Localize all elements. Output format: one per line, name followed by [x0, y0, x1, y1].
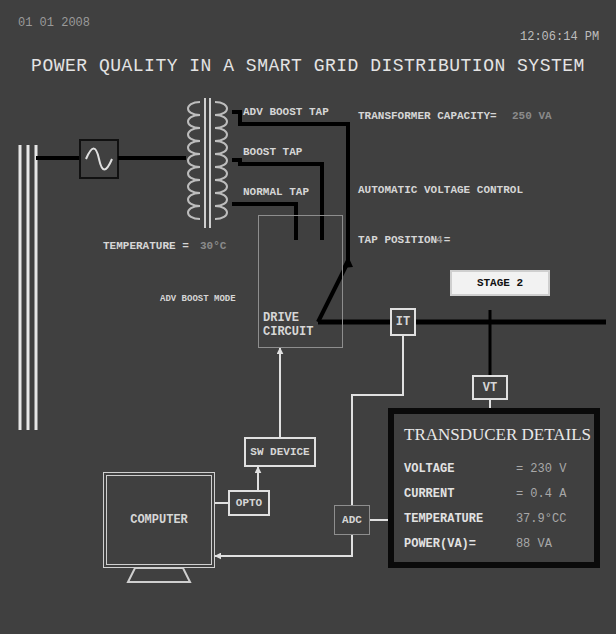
bus-bar — [35, 145, 38, 430]
connector — [215, 535, 352, 556]
node-text: = 0.4 A — [516, 487, 591, 501]
switch-arrow — [342, 256, 353, 268]
tap-wire — [232, 204, 296, 240]
field-value: 250 VA — [512, 110, 552, 122]
node-text: = 230 V — [516, 462, 591, 476]
opto-coupler: OPTO — [228, 490, 270, 516]
node-text: VOLTAGE — [404, 462, 508, 476]
node-text: CURRENT — [404, 487, 508, 501]
node-text: TEMPERATURE — [404, 512, 508, 526]
date: 01 01 2008 — [18, 16, 90, 30]
switching-device: SW DEVICE — [244, 437, 316, 467]
ac-source — [80, 140, 118, 178]
tap-label: ADV BOOST TAP — [243, 106, 329, 118]
connector — [370, 519, 388, 521]
tap-switch — [318, 262, 348, 322]
node-text: TRANSDUCER DETAILS — [404, 425, 591, 445]
tap-label: NORMAL TAP — [243, 186, 309, 198]
feed-wire — [36, 156, 80, 160]
sine-symbol — [86, 149, 112, 170]
node-text: 88 VA — [516, 537, 591, 551]
transformer-core — [204, 98, 206, 228]
transformer-core — [209, 98, 211, 228]
node-text: DRIVE CIRCUIT — [263, 311, 323, 339]
time: 12:06:14 PM — [520, 30, 599, 44]
status-box: STAGE 2 — [450, 270, 550, 296]
field-value: 30°C — [200, 240, 226, 252]
computer-stand — [128, 568, 190, 582]
node-text: VT — [483, 381, 497, 395]
field-name: TEMPERATURE = — [103, 240, 189, 252]
node-text: IT — [396, 315, 410, 329]
connector — [257, 467, 259, 490]
transducer-panel: TRANSDUCER DETAILS VOLTAGE = 230 V CURRENT =… — [388, 408, 600, 568]
computer-monitor: COMPUTER — [103, 472, 215, 568]
node-text: SW DEVICE — [250, 446, 309, 458]
bus-line — [318, 320, 343, 325]
node-text: STAGE 2 — [477, 277, 523, 289]
node-text: ADC — [342, 514, 362, 526]
field-value: 4 — [436, 234, 443, 246]
vt-tap-wire — [489, 310, 492, 375]
connector — [343, 320, 390, 325]
voltage-transducer: VT — [472, 375, 508, 400]
bus-bar — [19, 145, 22, 430]
adc-box: ADC — [334, 505, 370, 535]
transformer-coil — [188, 102, 227, 219]
tap-label: BOOST TAP — [243, 146, 302, 158]
connector — [279, 348, 281, 437]
title: POWER QUALITY IN A SMART GRID DISTRIBUTI… — [0, 56, 616, 76]
node-text: OPTO — [236, 497, 262, 509]
mode-label: ADV BOOST MODE — [160, 294, 236, 304]
tap-wire — [232, 160, 322, 240]
bus-line — [416, 320, 606, 325]
node-text: 37.9°CC — [516, 512, 591, 526]
bus-bar — [27, 145, 30, 430]
field-name: TRANSFORMER CAPACITY= — [358, 110, 497, 122]
current-transducer: IT — [390, 308, 416, 336]
connector — [489, 400, 491, 408]
feed-wire — [118, 156, 186, 160]
node-text: POWER(VA)= — [404, 537, 508, 551]
tap-wire — [232, 112, 348, 262]
connector — [215, 502, 228, 504]
drive-circuit-box: DRIVE CIRCUIT — [258, 215, 343, 348]
field-name: AUTOMATIC VOLTAGE CONTROL — [358, 184, 523, 196]
node-text: COMPUTER — [130, 513, 188, 527]
